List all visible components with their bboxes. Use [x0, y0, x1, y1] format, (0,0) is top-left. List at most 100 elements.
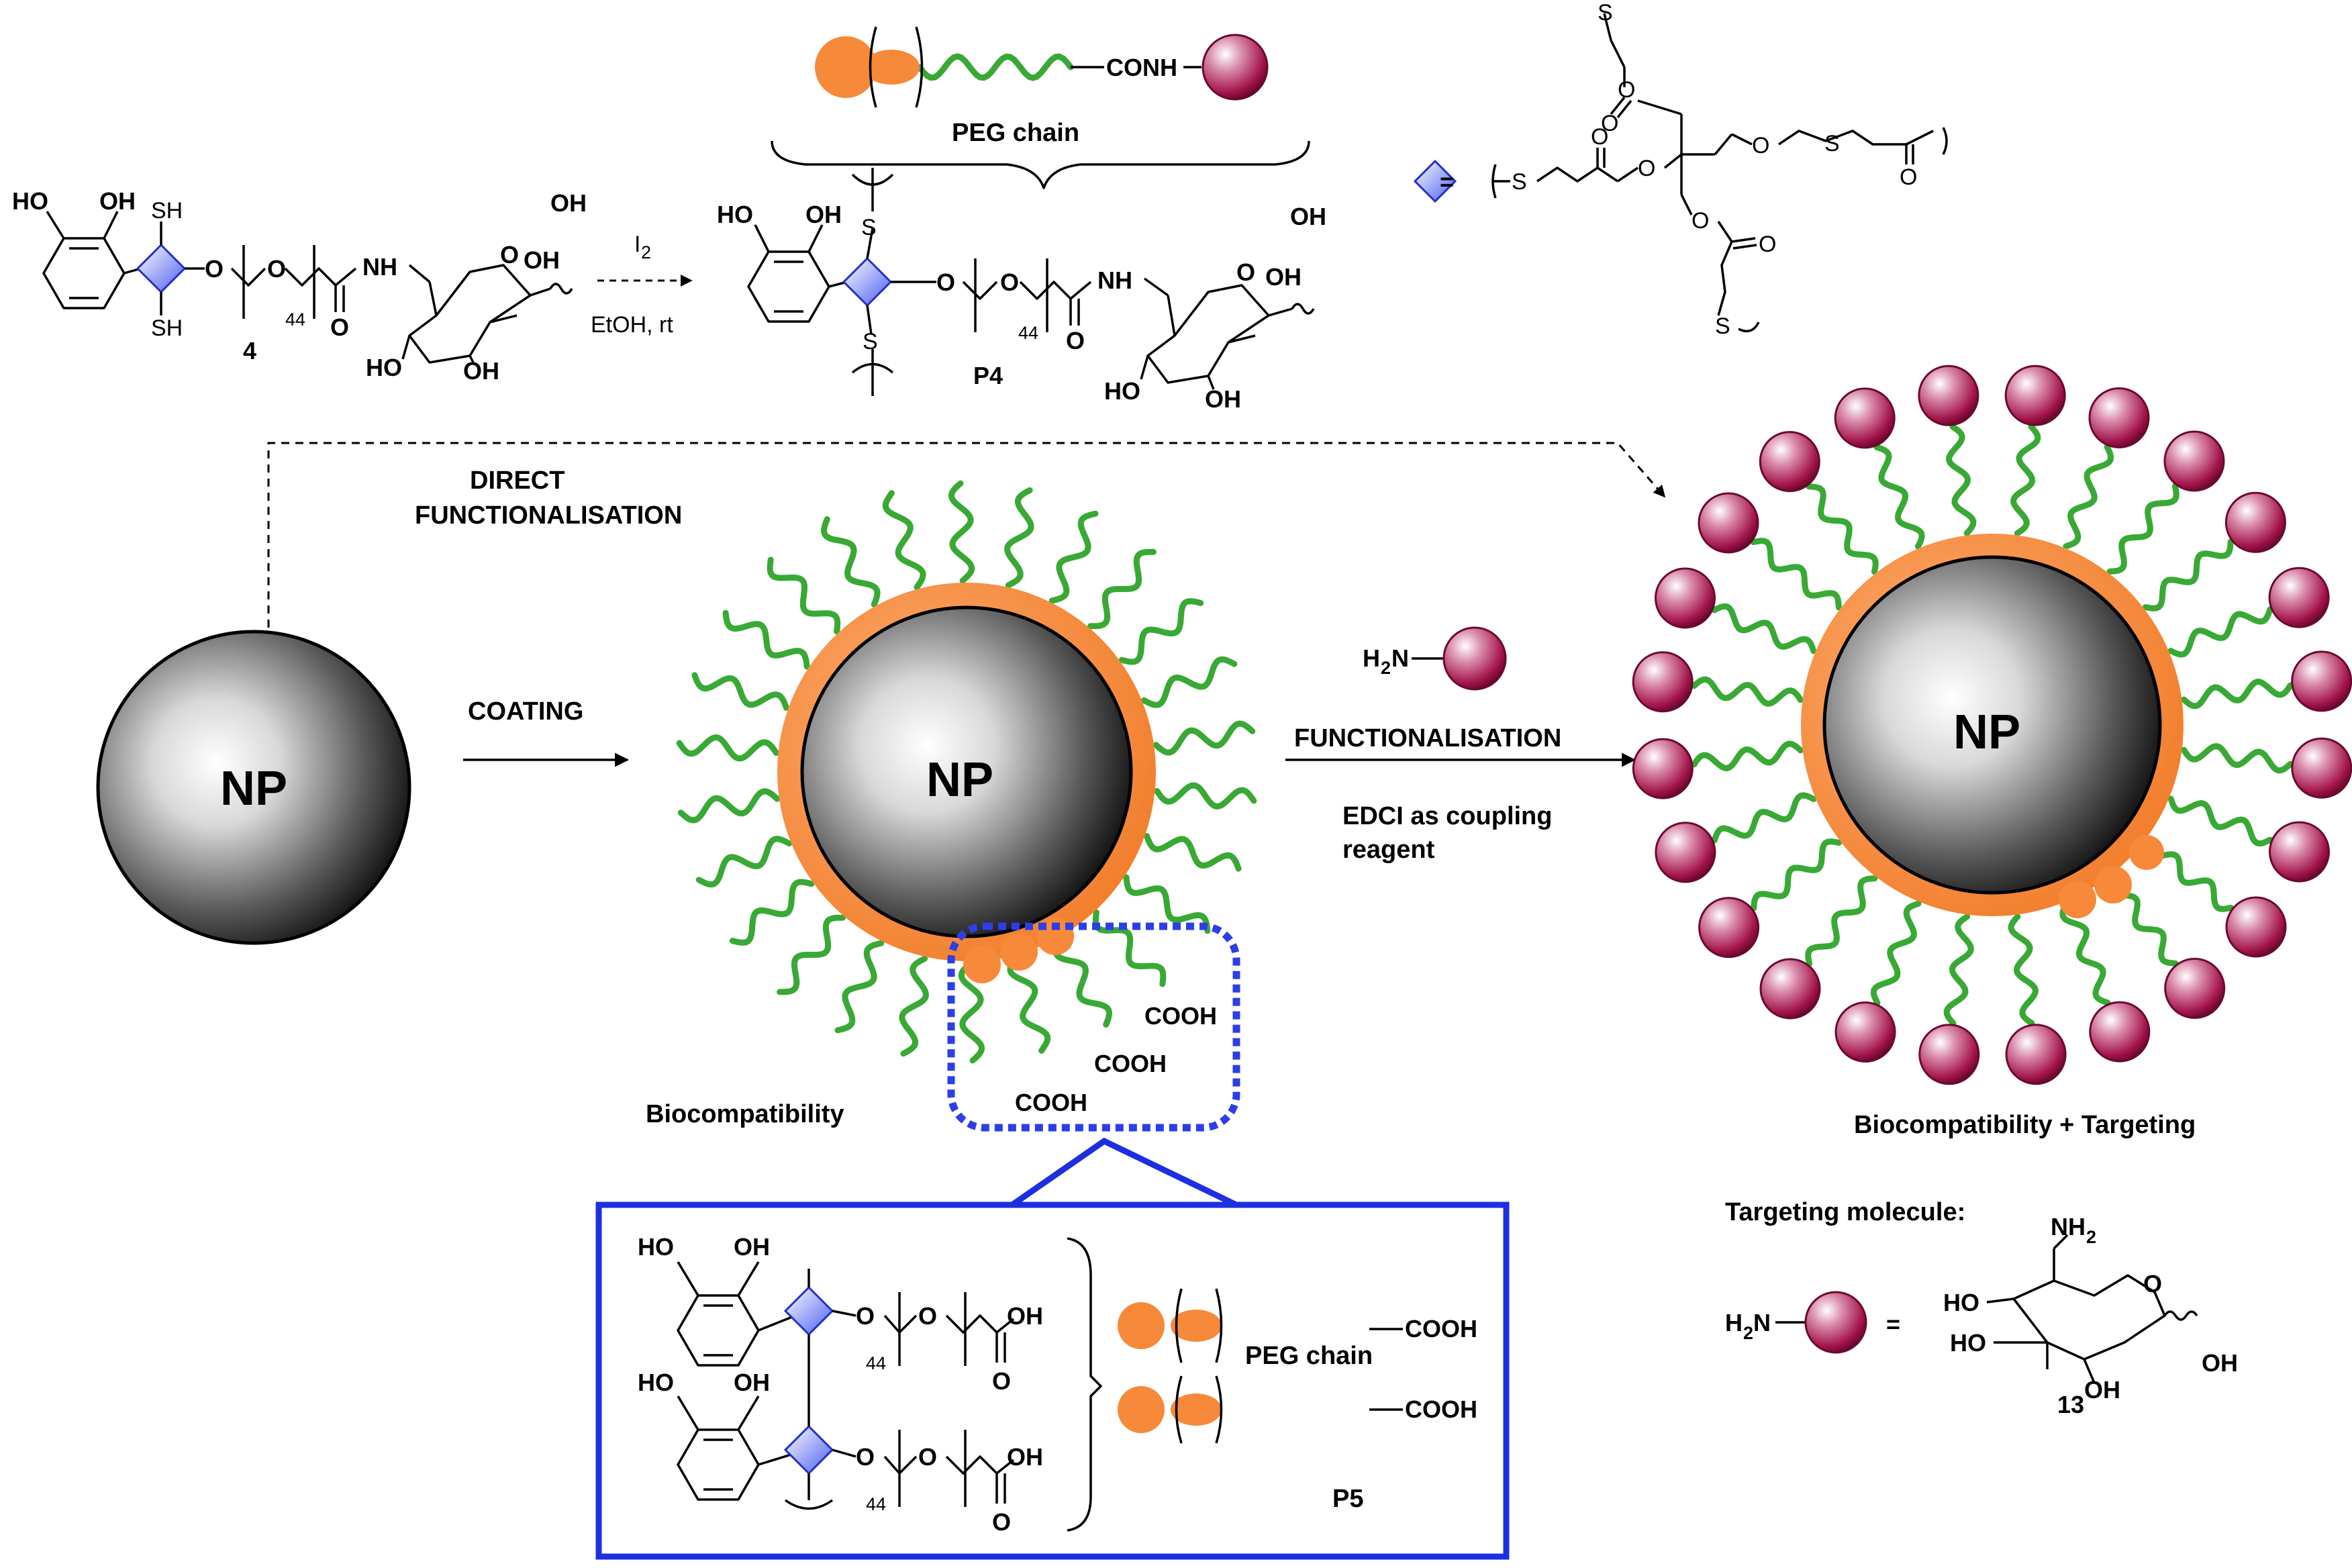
peg-chain-mid [1118, 598, 1204, 665]
peg-chain-mid [1153, 720, 1256, 756]
c4-oh-2: OH [524, 246, 560, 274]
peg-chain-mid [1007, 953, 1051, 1054]
p5-oh-bottom: OH [734, 1369, 770, 1396]
p5-unit-bottom [677, 1237, 1102, 1532]
edci-label-1: EDCI as coupling [1342, 802, 1552, 830]
tm-sub2: 2 [1743, 1323, 1753, 1343]
glucosamine-structure [1986, 1234, 2198, 1383]
p5-o1-bottom: O [856, 1443, 875, 1471]
tm-ring-o: O [2143, 1270, 2162, 1297]
peg-chain-mid [1048, 510, 1099, 604]
p5-ho-bottom: HO [638, 1369, 674, 1396]
peg-chain-mid [676, 734, 779, 762]
peg-chain-mid [1052, 936, 1112, 1028]
targeting-ball [1655, 822, 1716, 883]
peg-chain-right [1806, 483, 1879, 575]
functionalisation-label: FUNCTIONALISATION [1294, 724, 1561, 752]
targeting-ball [2088, 387, 2150, 448]
dynamic-layer [676, 53, 2294, 1422]
p5-n44-top: 44 [866, 1353, 886, 1373]
reagent-h: H [1363, 644, 1380, 672]
linker-s-top: S [1598, 0, 1613, 26]
p4-s-bottom: S [863, 329, 878, 354]
tm-ball [1804, 1291, 1867, 1354]
p5-o3-bottom: O [992, 1508, 1011, 1536]
linker-equals: = [1440, 168, 1454, 195]
targeting-ball [2269, 821, 2330, 883]
peg-chain-right [1943, 914, 1974, 1026]
peg-chain-right [2059, 900, 2111, 1006]
targeting-ball [2291, 650, 2352, 712]
targeting-balls [1632, 364, 2352, 1085]
targeting-ball [2005, 1024, 2067, 1085]
coated-nanoparticle [800, 605, 1133, 938]
np-label-bare: NP [220, 762, 287, 816]
p4-oh-1: OH [1290, 203, 1326, 230]
c4-ho-3: HO [366, 354, 402, 381]
peg-chain-right [1805, 875, 1878, 967]
targeting-ball [2164, 957, 2226, 1019]
c4-oh: OH [99, 187, 136, 215]
p5-unit-top [677, 1261, 1015, 1367]
compound-4-structure [42, 211, 573, 364]
p5-label: P5 [1332, 1485, 1363, 1513]
linker-s-left: S [1512, 169, 1527, 195]
peg-chain-right [2010, 424, 2041, 536]
peg-chain-mid [1087, 548, 1157, 630]
targeting-ball [2004, 364, 2066, 426]
reagent-n: N [1391, 644, 1409, 672]
p5-cooh-bottom: COOH [1405, 1395, 1477, 1423]
targeting-ball [2225, 896, 2287, 958]
linker-o-5: O [1752, 133, 1769, 158]
peg-chain-right [1945, 424, 1977, 536]
cooh-label-1: COOH [1144, 1002, 1217, 1030]
peg-chain-right [1873, 444, 1925, 550]
peg-chain-right [2167, 795, 2273, 847]
linker-o-4: O [1601, 111, 1618, 136]
targeting-ball [2224, 491, 2286, 553]
peg-chain-mid [777, 914, 846, 995]
biocompatibility-label: Biocompatibility [646, 1100, 844, 1128]
p4-o1: O [936, 268, 955, 296]
peg-chain-mid [834, 940, 885, 1034]
p5-n44-bottom: 44 [866, 1494, 886, 1514]
c4-sh-bottom: SH [151, 315, 183, 341]
peg-chain-mid [948, 480, 975, 584]
peg-chain-mid [899, 955, 929, 1057]
peg-chain-mid [958, 960, 985, 1064]
targeting-ball [2268, 567, 2330, 628]
p4-s-top: S [861, 215, 877, 240]
peg-chain-mid [691, 672, 789, 711]
linker-o-8: O [1759, 232, 1776, 257]
targeting-ball [1698, 492, 1759, 554]
direct-label: DIRECT [470, 467, 565, 495]
cooh-label-2: COOH [1094, 1050, 1167, 1077]
peg-chain-right [1870, 900, 1922, 1006]
p5-o2-bottom: O [918, 1443, 937, 1471]
peg-chain-right [1711, 792, 1817, 844]
p4-ho: HO [717, 201, 753, 228]
tm-nh: NH [2051, 1213, 2086, 1240]
direct-functionalisation-arrow [267, 442, 1666, 628]
reagent-ball [1442, 626, 1507, 691]
p5-oh-acid-top: OH [1007, 1302, 1043, 1330]
peg-chain-mid [767, 556, 841, 635]
peg-chain-right [1691, 740, 1804, 772]
p5-o3-top: O [992, 1367, 1011, 1395]
bare-nanoparticle [96, 630, 411, 945]
peg-chain-mid [1140, 656, 1238, 708]
peg-chain-mid [1154, 782, 1257, 810]
c4-o3: O [330, 313, 349, 341]
targeting-ball [2291, 737, 2352, 799]
peg-chain-mid [882, 490, 926, 591]
p4-n44: 44 [1018, 323, 1038, 343]
reagent-i: I [634, 232, 640, 257]
callout-pointer [1010, 1137, 1238, 1208]
coating-bumps-right [2059, 835, 2164, 918]
peg-chain-mid [1123, 874, 1211, 934]
peg-chain-mid [677, 788, 781, 824]
p4-oh-4: OH [1205, 385, 1241, 413]
targeting-ball [1632, 651, 1694, 713]
